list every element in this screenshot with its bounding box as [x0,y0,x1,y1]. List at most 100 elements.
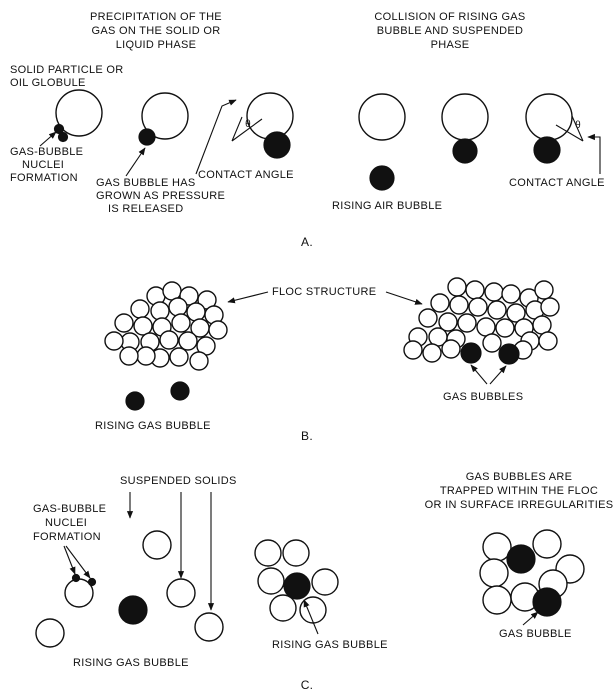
heading-right-line-1: COLLISION OF RISING GAS [374,11,525,23]
floc-particle [532,315,552,335]
floc-particle [186,302,206,322]
arrow-to-nuclei [39,131,57,147]
contact-angle-lines-right [555,115,584,142]
trapped-gas-bubble-top [506,544,536,574]
floc-particle [403,340,423,360]
floc-particle [133,316,153,336]
label-trapped-line-3: OR IN SURFACE IRREGULARITIES [425,499,613,511]
suspended-particle-2 [441,93,489,141]
suspended-solid-4 [194,612,224,642]
rising-gas-bubble-c1 [118,595,148,625]
suspended-particle-3 [525,93,573,141]
theta-symbol-left: θ [245,119,251,130]
floc-particle [150,301,170,321]
contact-angle-lines-left [231,116,263,142]
floc-particle [208,320,228,340]
trapped-gas-bubble-bottom [532,587,562,617]
cluster-particle [269,594,297,622]
gas-bubble-in-floc-1 [460,342,482,364]
floc-particle [119,346,139,366]
label-c-nuclei-line-3: FORMATION [33,531,101,543]
floc-particle [465,280,485,300]
floc-particle [171,313,191,333]
arrow-rising-gas-bubble-c2 [303,599,319,635]
cluster-particle [254,539,282,567]
floc-particle [487,300,507,320]
panel-c: SUSPENDED SOLIDS GAS-BUBBLE NUCLEI FORMA… [33,471,613,692]
heading-right-line-2: BUBBLE AND SUSPENDED [377,25,524,37]
label-rising-gas-bubble-c1: RISING GAS BUBBLE [73,657,189,669]
suspended-particle-1 [358,93,406,141]
floc-particle [418,308,438,328]
arrow-floc-left [227,291,269,304]
cluster-particle [479,558,509,588]
floc-particle [162,281,182,301]
floc-particle [104,331,124,351]
label-solid-particle-line-2: OIL GLOBULE [10,77,86,89]
suspended-solid-3 [35,618,65,648]
rising-air-bubble [369,165,395,191]
floc-particle [130,299,150,319]
suspended-solid-1 [142,530,172,560]
arrow-gas-bubble-1 [470,364,488,385]
arrow-gas-bubble-c [522,611,539,626]
label-contact-angle-right: CONTACT ANGLE [509,177,605,189]
floc-particle [422,343,442,363]
floc-particle [159,330,179,350]
arrow-floc-right [385,291,423,305]
label-gas-bubble-c: GAS BUBBLE [499,628,572,640]
solid-particle-3 [246,92,294,140]
panel-a-right-heading: COLLISION OF RISING GAS BUBBLE AND SUSPE… [374,11,525,51]
panel-a: PRECIPITATION OF THE GAS ON THE SOLID OR… [10,11,605,249]
arrow-c-nucleus-1 [63,545,76,575]
cluster-particle [311,568,339,596]
solid-particle-2 [141,92,189,140]
floc-particle [441,339,461,359]
floc-particle [438,312,458,332]
floc-particle [447,277,467,297]
floc-particle [476,317,496,337]
gas-nucleus-2 [57,131,69,143]
floc-particle [178,331,198,351]
label-nuclei-line-3: FORMATION [10,172,78,184]
floc-cluster-middle [254,539,339,624]
floc-particle [501,284,521,304]
arrow-gas-bubble-2 [489,365,507,385]
rising-gas-bubble-b2 [170,381,190,401]
panel-b: FLOC STRUCTURE RISING GAS BUBBLE GAS BUB… [95,277,560,443]
label-grown-line-1: GAS BUBBLE HAS [96,177,196,189]
floc-cluster-right [479,529,585,617]
attached-gas-bubble [263,131,291,159]
colliding-gas-bubble [452,138,478,164]
label-rising-gas-bubble-b: RISING GAS BUBBLE [95,420,211,432]
label-contact-angle-left: CONTACT ANGLE [198,169,294,181]
floc-particle [484,282,504,302]
section-letter-b: B. [301,429,313,443]
grown-gas-bubble [138,128,156,146]
heading-left-line-3: LIQUID PHASE [116,39,197,51]
floc-structure-right [403,277,560,363]
label-grown-line-2: GROWN AS PRESSURE [96,190,225,202]
floc-particle [169,347,189,367]
trapped-gas-bubble-middle [283,572,311,600]
arrow-to-contact-angle-left [195,99,237,175]
heading-right-line-3: PHASE [431,39,470,51]
label-rising-air-bubble: RISING AIR BUBBLE [332,200,442,212]
attached-air-bubble [533,136,561,164]
floc-particle [540,297,560,317]
floc-particle [468,297,488,317]
section-letter-c: C. [301,678,314,692]
cluster-particle [282,539,310,567]
floc-particle [534,280,554,300]
panel-a-left-heading: PRECIPITATION OF THE GAS ON THE SOLID OR… [90,11,222,51]
floc-structure-left [104,281,228,371]
floc-particle [449,295,469,315]
label-nuclei-line-2: NUCLEI [22,159,64,171]
floc-particle [538,331,558,351]
floc-particle [482,333,502,353]
label-c-nuclei-line-1: GAS-BUBBLE [33,503,106,515]
floc-particle [168,297,188,317]
cluster-particle [532,529,562,559]
